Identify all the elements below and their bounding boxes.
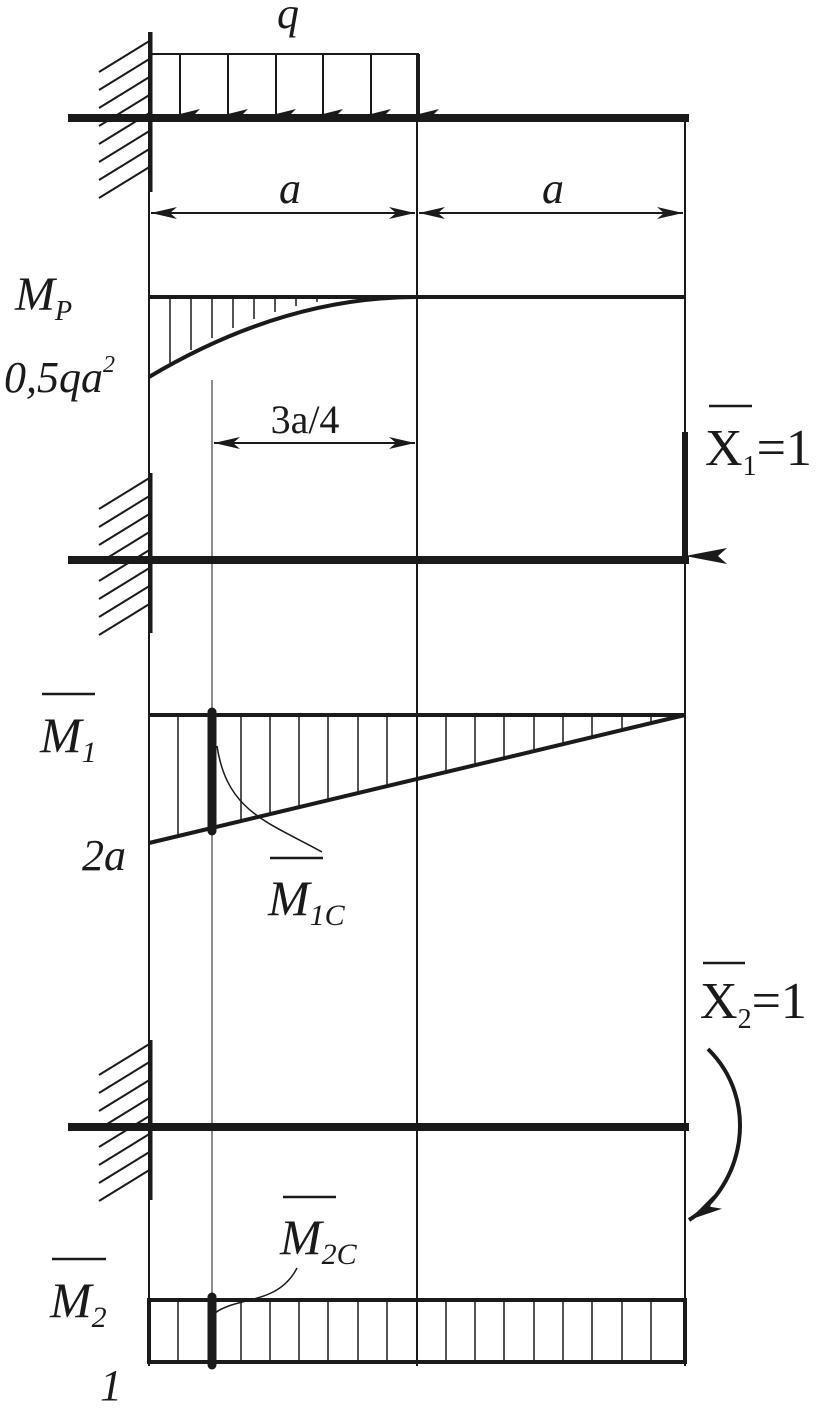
fixed-support-2 (98, 473, 153, 636)
x2-label: X2=1 (700, 973, 807, 1035)
dist-label: 3a/4 (271, 397, 340, 442)
load-label: q (277, 0, 299, 38)
reference-lines (148, 32, 686, 1366)
beam-3-group: X2=1 (68, 961, 807, 1222)
m2-hatching (177, 1300, 652, 1362)
mp-diagram: MP 0,5qa2 3a/4 (4, 268, 685, 449)
m2c-leader (214, 1267, 298, 1314)
m1c-leader (216, 745, 323, 853)
m1c-label: M1C (267, 870, 346, 932)
mp-hatching (148, 297, 339, 377)
x1-label: X1=1 (705, 420, 812, 482)
span-right-label: a (542, 164, 564, 213)
beam-2-group: X1=1 (68, 404, 812, 636)
mp-parabola (147, 295, 418, 379)
m2-label: M2 (49, 1272, 107, 1334)
m1-hatching (177, 715, 652, 836)
m1-slope-line (148, 713, 686, 845)
unit-moment-x2-arrow (687, 1047, 742, 1222)
mp-value-label: 0,5qa2 (4, 352, 115, 402)
m2-diagram: M2C M2 1 (49, 1195, 687, 1408)
span-left-label: a (279, 164, 301, 213)
fixed-support-3 (98, 1040, 153, 1202)
mp-label: MP (14, 268, 72, 327)
distributed-load (151, 53, 439, 119)
beam-1-group: q a a (68, 0, 689, 219)
m1-diagram: M1 2a M1C (39, 692, 686, 932)
m2c-label: M2C (279, 1209, 358, 1271)
m1-value-label: 2a (82, 831, 126, 880)
m2-value-label: 1 (100, 1361, 122, 1408)
m1-label: M1 (39, 707, 97, 769)
